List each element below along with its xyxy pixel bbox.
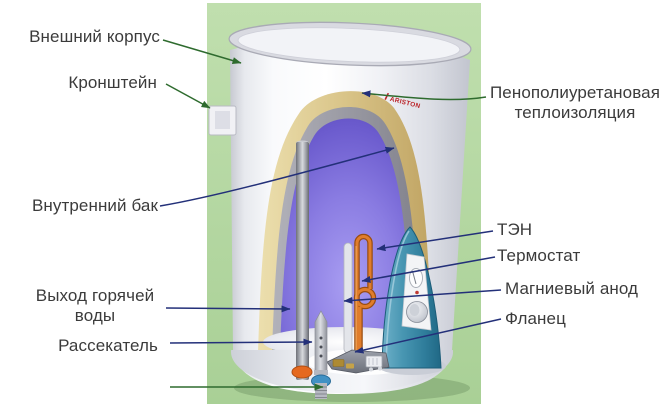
arrow-thermostat: [361, 256, 496, 283]
label-magnesium-anode: Магниевый анод: [505, 279, 639, 298]
arrow-inner-tank: [159, 146, 395, 207]
label-hot-water-outlet: Выход горячей воды: [35, 286, 155, 325]
hot-water-pipe: [296, 142, 309, 380]
label-flange: Фланец: [505, 309, 566, 328]
diffuser-part: [314, 310, 328, 375]
arrow-diffuser: [169, 338, 313, 346]
label-heating-element: ТЭН: [497, 220, 533, 239]
callout-arrows: [159, 39, 502, 391]
inner-tank: [280, 118, 412, 351]
heating-element-part: [353, 233, 377, 353]
dial-dot: [415, 290, 419, 295]
label-thermostat: Термостат: [497, 246, 581, 265]
arrow-magnesium-anode: [343, 289, 502, 304]
label-diffuser: Рассекатель: [58, 336, 158, 355]
water-heater-illustration: ARISTON: [208, 21, 472, 402]
flange-part: [326, 349, 390, 374]
inlet-bolt: [315, 383, 327, 399]
arrow-outer-casing: [162, 39, 242, 64]
arrow-insulation: [361, 90, 487, 101]
knob-inner: [409, 304, 420, 316]
cover-highlight: [385, 230, 410, 369]
mounting-bracket: [208, 105, 237, 136]
label-inner-tank: Внутренний бак: [31, 196, 158, 215]
orange-ring: [291, 365, 313, 379]
dial-needle: [412, 270, 417, 285]
arrow-bracket: [165, 83, 211, 109]
label-outer-casing: Внешний корпус: [29, 27, 160, 46]
label-bracket: Кронштейн: [68, 73, 157, 92]
arrow-heating-element: [376, 230, 494, 252]
label-insulation: Пенополиуретановая теплоизоляция: [489, 83, 661, 122]
arrow-flange: [354, 318, 502, 354]
top-lid: [228, 21, 472, 67]
magnesium-anode-part: [343, 242, 353, 354]
arrow-hot-water-outlet: [165, 305, 291, 313]
